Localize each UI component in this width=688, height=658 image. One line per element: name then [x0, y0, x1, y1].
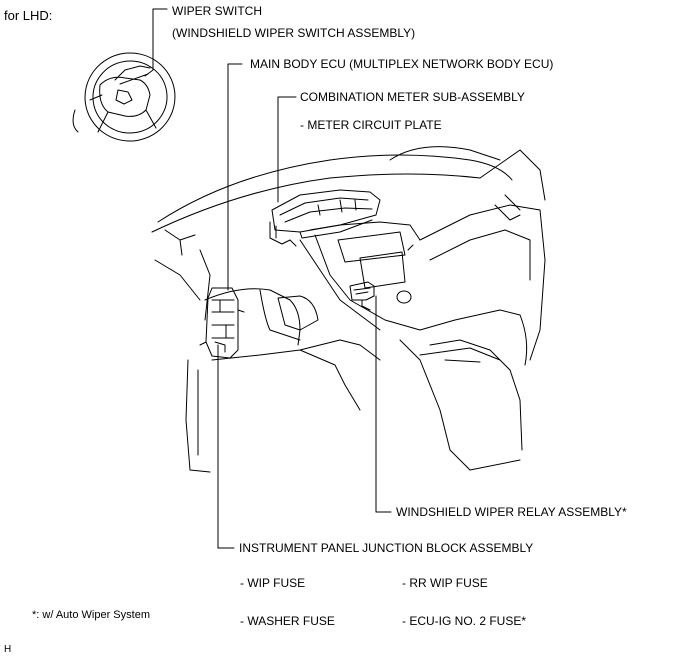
washer-fuse-label: - WASHER FUSE — [240, 614, 335, 628]
wiper-relay-title: WINDSHIELD WIPER RELAY ASSEMBLY* — [396, 505, 627, 519]
combination-meter-drawing — [269, 189, 381, 247]
wiper-switch-title: WIPER SWITCH — [172, 4, 262, 18]
ecu-ig-no2-fuse-label: - ECU-IG NO. 2 FUSE* — [402, 614, 527, 628]
junction-block-drawing — [199, 287, 245, 359]
main-body-ecu-title: MAIN BODY ECU (MULTIPLEX NETWORK BODY EC… — [250, 57, 554, 71]
junction-block-title: INSTRUMENT PANEL JUNCTION BLOCK ASSEMBLY — [239, 541, 534, 555]
steering-wheel-drawing — [72, 52, 176, 142]
wiper-relay-drawing — [349, 281, 375, 311]
dashboard-drawing — [151, 146, 546, 473]
leader-lines — [144, 8, 392, 549]
rr-wip-fuse-label: - RR WIP FUSE — [402, 576, 488, 590]
meter-circuit-plate-label: - METER CIRCUIT PLATE — [300, 118, 442, 132]
variant-label: for LHD: — [4, 8, 53, 23]
footnote: *: w/ Auto Wiper System — [32, 609, 150, 621]
wiper-switch-detail: (WINDSHIELD WIPER SWITCH ASSEMBLY) — [172, 26, 416, 40]
wip-fuse-label: - WIP FUSE — [240, 576, 306, 590]
combination-meter-title: COMBINATION METER SUB-ASSEMBLY — [300, 90, 525, 104]
corner-mark: H — [4, 644, 12, 655]
